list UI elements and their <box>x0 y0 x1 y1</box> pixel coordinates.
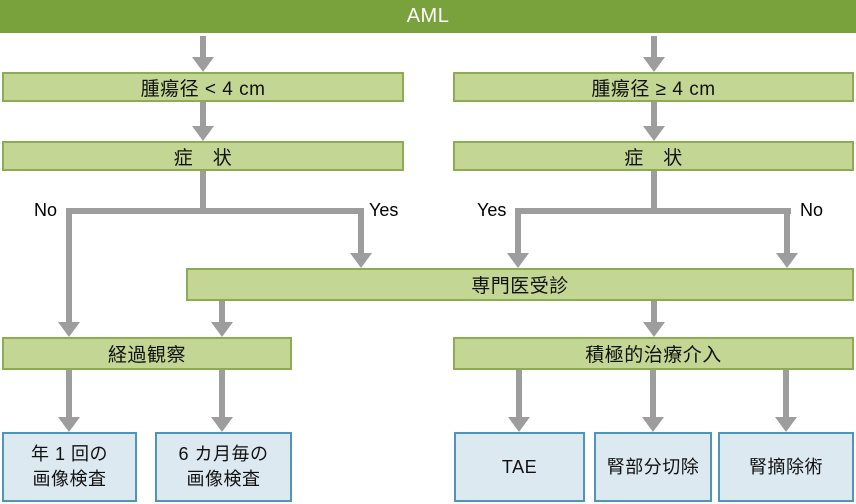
node-annual-imaging: 年 1 回の 画像検査 <box>2 432 137 502</box>
arrow-treatment-to-partial <box>642 370 664 432</box>
node-specialist-visit: 専門医受診 <box>186 268 854 301</box>
node-nephrectomy: 腎摘除術 <box>718 432 854 502</box>
node-active-treatment: 積極的治療介入 <box>453 337 854 370</box>
node-tae: TAE <box>454 432 585 502</box>
node-six-month-imaging: 6 カ月毎の 画像検査 <box>155 432 292 502</box>
node-partial-nephrectomy: 腎部分切除 <box>594 432 712 502</box>
arrow-specialist-to-treatment <box>643 301 665 337</box>
arrow-right-no-to-specialist <box>776 208 798 268</box>
connector-left-horizontal <box>66 208 364 214</box>
node-tumor-lt-4cm: 腫瘍径 < 4 cm <box>2 72 404 102</box>
edge-label-left-no: No <box>34 200 58 220</box>
edge-label-right-no: No <box>800 200 824 220</box>
arrow-left-no-to-observation <box>58 208 80 337</box>
edge-label-right-yes: Yes <box>477 200 507 220</box>
arrow-specialist-to-observation <box>211 301 233 337</box>
connector-right-stub <box>651 171 657 211</box>
arrow-ge4-to-symptoms <box>643 102 665 141</box>
arrow-treatment-to-tae <box>508 370 530 432</box>
node-observation: 経過観察 <box>2 337 292 370</box>
edge-label-left-yes: Yes <box>369 200 399 220</box>
node-tumor-ge-4cm: 腫瘍径 ≥ 4 cm <box>453 72 854 102</box>
six-month-imaging-line2: 画像検査 <box>186 469 261 489</box>
arrow-root-to-lt4 <box>192 36 214 72</box>
arrow-right-yes-to-specialist <box>507 208 529 268</box>
arrow-observation-to-sixmonth <box>211 370 233 432</box>
annual-imaging-line1: 年 1 回の <box>30 444 108 464</box>
six-month-imaging-line1: 6 カ月毎の <box>178 444 269 464</box>
arrow-root-to-ge4 <box>643 36 665 72</box>
node-symptoms-left: 症 状 <box>2 141 404 171</box>
node-aml-root: AML <box>0 0 856 33</box>
arrow-lt4-to-symptoms <box>192 102 214 141</box>
annual-imaging-line2: 画像検査 <box>32 469 107 489</box>
connector-right-horizontal <box>515 208 791 214</box>
arrow-left-yes-to-specialist <box>350 208 372 268</box>
connector-left-stub <box>200 171 206 211</box>
arrow-treatment-to-nephrectomy <box>775 370 797 432</box>
arrow-observation-to-annual <box>58 370 80 432</box>
node-symptoms-right: 症 状 <box>453 141 854 171</box>
